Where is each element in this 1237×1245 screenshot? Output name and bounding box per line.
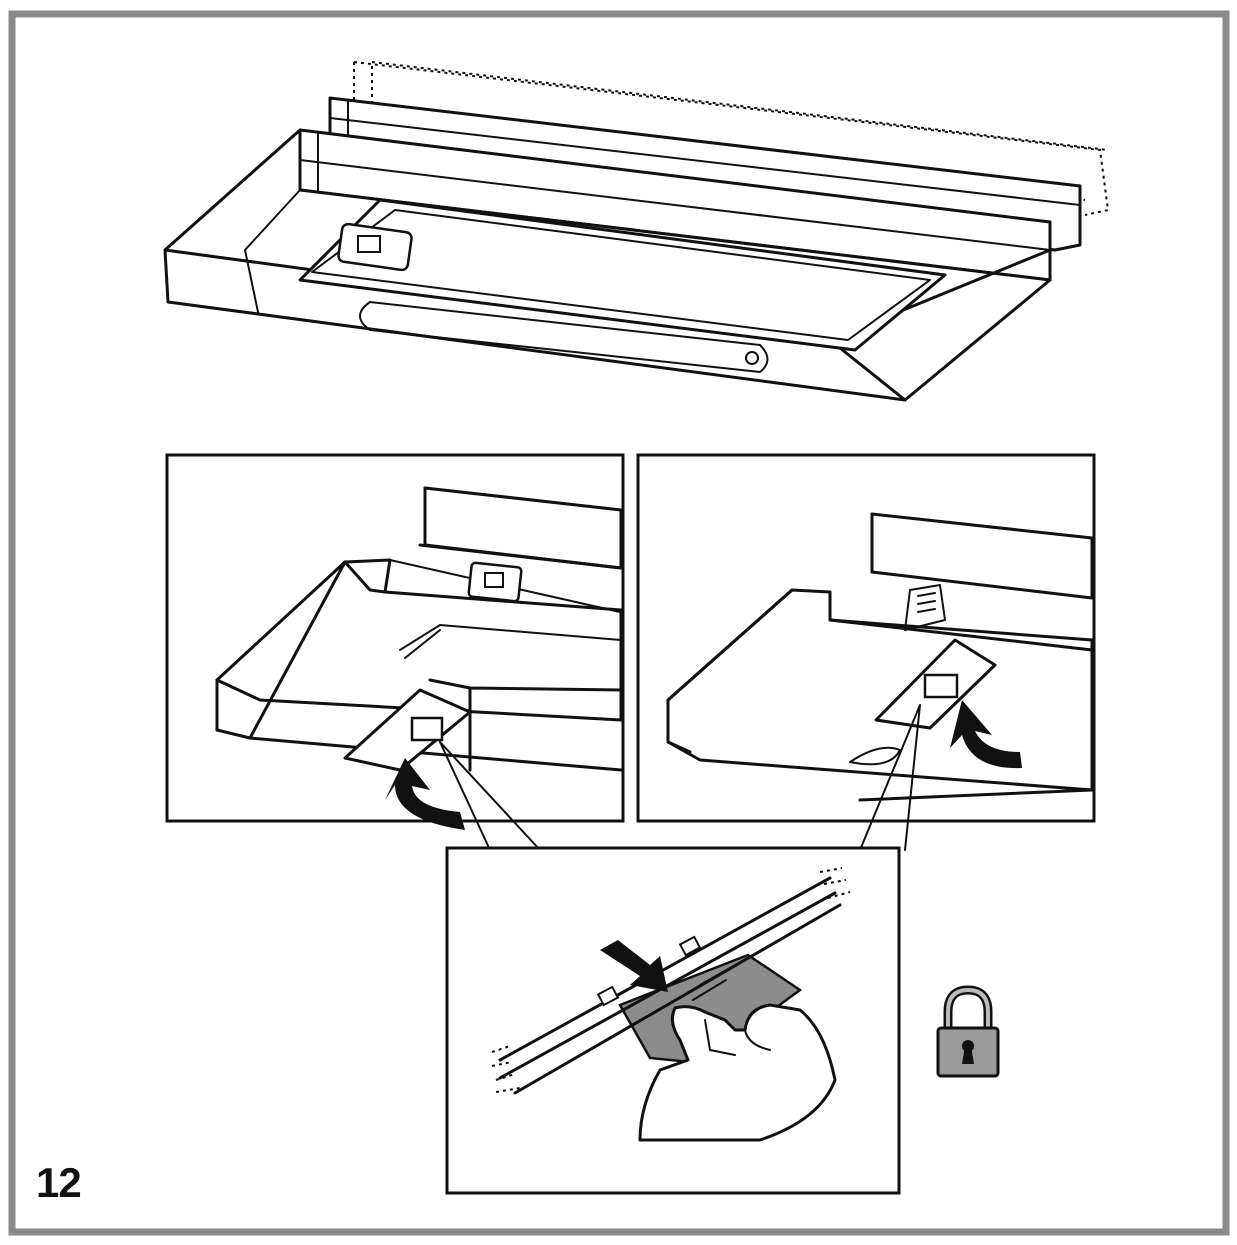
hood-filter-panel	[298, 198, 947, 352]
hand-illustration	[638, 1003, 837, 1142]
step-number: 12	[36, 1159, 82, 1206]
detail-panel-right	[636, 453, 1096, 823]
hood-extended-outline	[353, 61, 1110, 216]
hood-overview	[163, 61, 1110, 402]
filter-clip-left	[343, 688, 472, 772]
hood-light-slot	[359, 301, 769, 373]
push-arrow-icon	[600, 940, 668, 992]
detail-panel-left	[165, 453, 625, 830]
curved-arrow-icon	[385, 758, 465, 830]
figure-border	[8, 10, 1230, 1236]
detail-panel-magnified	[445, 846, 901, 1195]
padlock-locked-icon	[936, 985, 1000, 1078]
callout-lines	[439, 704, 921, 851]
curved-arrow-icon	[950, 700, 1022, 769]
